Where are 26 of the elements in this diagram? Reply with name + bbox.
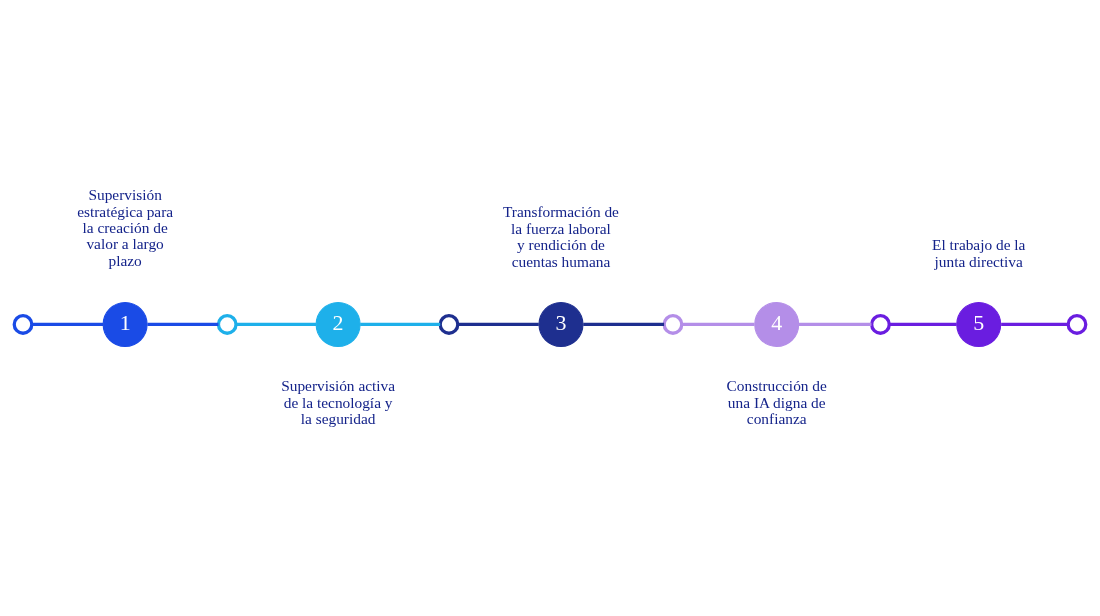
- connector: [1001, 322, 1069, 327]
- connector: [147, 322, 219, 327]
- node-circle: [870, 314, 891, 335]
- node-circle: 3: [538, 301, 584, 347]
- node-label: Construcción de una IA digna de confianza: [726, 377, 827, 428]
- node-circle: 2: [315, 301, 361, 347]
- node-label: Supervisión estratégica para la creación de valor a largo plazo: [77, 186, 174, 269]
- connector: [583, 322, 665, 327]
- node-label: El trabajo de la junta directiva: [932, 236, 1026, 270]
- connector: [798, 322, 872, 327]
- connector: [236, 322, 317, 327]
- connector: [682, 322, 755, 327]
- node-circle: [662, 314, 684, 335]
- connector: [889, 322, 957, 327]
- node-circle: [12, 314, 34, 335]
- node-circle: [438, 314, 460, 335]
- connector: [31, 322, 104, 327]
- node-circle: [216, 314, 238, 335]
- node-circle: 4: [754, 301, 800, 347]
- connector: [360, 322, 441, 327]
- node-label: Transformación de la fuerza laboral y rendición de cuentas humana: [503, 203, 619, 270]
- node-circle: 5: [956, 301, 1002, 347]
- node-circle: 1: [102, 301, 148, 347]
- node-circle: [1066, 314, 1088, 335]
- connector: [458, 322, 539, 327]
- node-label: Supervisión activa de la tecnología y la seguridad: [281, 377, 396, 428]
